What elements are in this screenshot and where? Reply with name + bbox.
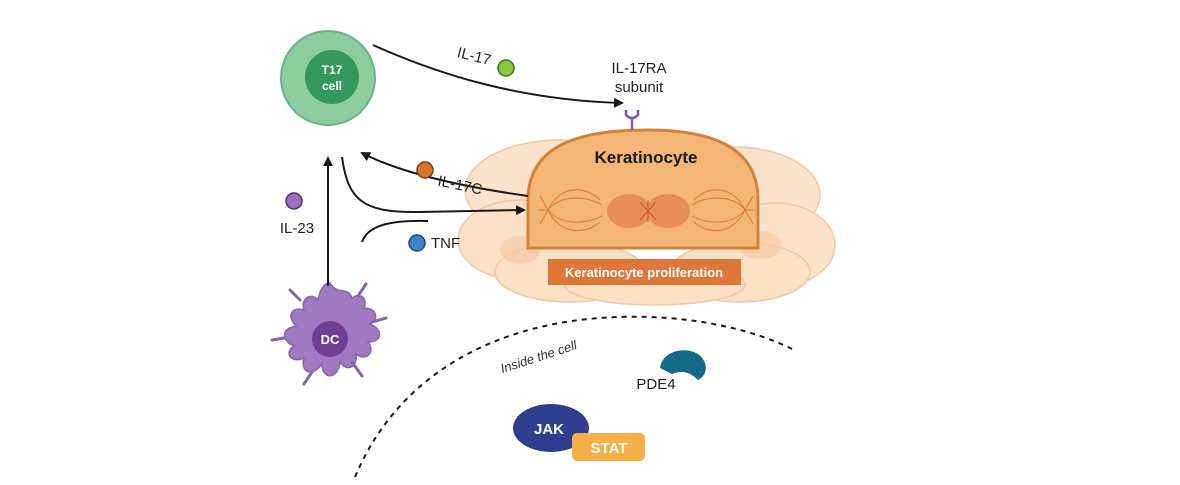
t17-cell-label-line1: T17: [322, 63, 343, 77]
spindle-fibers-right-icon: [691, 189, 755, 232]
il17c-molecule: IL-17C: [416, 161, 484, 199]
il23-label: IL-23: [280, 220, 314, 237]
jak-stat-complex: JAK STAT: [513, 404, 645, 461]
keratinocyte-cell: Keratinocyte: [526, 128, 760, 250]
t17-cell: T17 cell: [280, 30, 376, 126]
tnf-arrow: [361, 219, 429, 243]
pde4-label: PDE4: [636, 376, 675, 393]
pde4-enzyme-icon: [660, 350, 706, 380]
dividing-nucleus-icon: [607, 194, 690, 228]
il17-arrow: [372, 44, 624, 108]
t17-cell-label-line2: cell: [322, 79, 342, 93]
cell-membrane-boundary: [354, 315, 793, 478]
il17ra-label: IL-17RA: [611, 60, 666, 77]
il17ra-subunit-label: subunit: [615, 79, 664, 96]
t17-to-keratinocyte-arrow: [341, 156, 526, 216]
keratinocyte-label: Keratinocyte: [595, 148, 698, 167]
il17-label: IL-17: [455, 44, 492, 69]
proliferation-banner-label: Keratinocyte proliferation: [565, 265, 723, 280]
dc-label: DC: [321, 332, 340, 347]
dendritic-cell: DC: [270, 282, 388, 386]
jak-shape: [513, 404, 589, 452]
inside-cell-label: Inside the cell: [498, 337, 579, 376]
tnf-label: TNF: [431, 235, 460, 252]
spindle-fibers-left-icon: [538, 189, 603, 232]
stat-shape: [572, 433, 645, 461]
tnf-molecule: TNF: [408, 234, 460, 252]
stat-label: STAT: [591, 440, 628, 457]
il17-molecule: IL-17: [455, 44, 515, 77]
jak-label: JAK: [534, 421, 564, 438]
il17ra-receptor-icon: [624, 110, 640, 130]
il23-molecule: IL-23: [280, 192, 314, 237]
proliferation-banner: Keratinocyte proliferation: [548, 259, 741, 285]
